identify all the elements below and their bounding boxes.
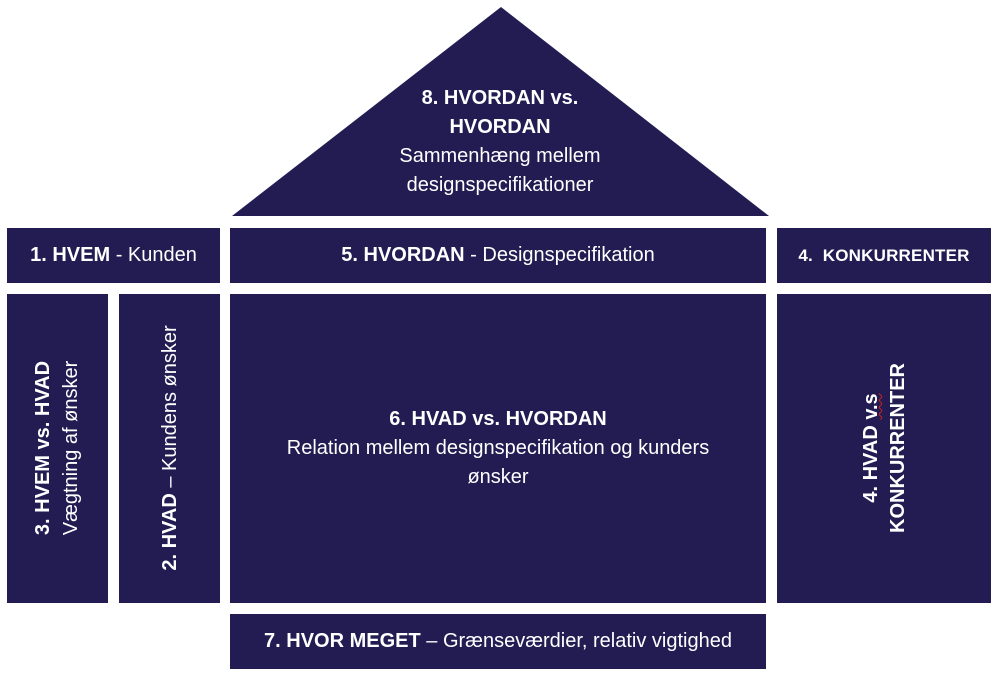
what-vs-competitors-title-line2: KONKURRENTER [887, 363, 909, 533]
roof-title-line1: 8. HVORDAN vs. [421, 87, 579, 109]
how-much-title: 7. HVOR MEGET [264, 630, 421, 652]
what-vs-competitors-label: 4. HVAD v.s KONKURRENTER [858, 363, 912, 533]
how-much-box: 7. HVOR MEGET – Grænseværdier, relativ v… [230, 614, 766, 669]
how-much-sep: – [420, 630, 443, 652]
roof-subtitle-line2: designspecifikationer [406, 174, 594, 196]
who-title: 1. HVEM [30, 244, 111, 266]
what-box [119, 294, 220, 603]
who-label: Kunden [127, 244, 197, 266]
what-vs-competitors-title-b: v.s [860, 393, 882, 420]
competitors-title: 4. KONKURRENTER [798, 245, 970, 265]
how-sep: - [464, 244, 483, 266]
how-label: Designspecifikation [482, 244, 655, 266]
roof-title-line2: HVORDAN [449, 116, 551, 138]
how-box: 5. HVORDAN - Designspecifikation [230, 228, 766, 283]
what-label: 2. HVAD – Kundens ønsker [156, 325, 184, 570]
what-sublabel: Kundens ønsker [159, 325, 181, 471]
how-much-label: Grænseværdier, relativ vigtighed [442, 630, 732, 652]
who-box: 1. HVEM - Kunden [7, 228, 220, 283]
what-vs-how-title: 6. HVAD vs. HVORDAN [389, 408, 607, 430]
what-sep: – [159, 470, 181, 494]
what-vs-competitors-box [777, 294, 991, 603]
what-vs-how-box: 6. HVAD vs. HVORDAN Relation mellem desi… [230, 294, 766, 603]
what-vs-how-label-line1: Relation mellem designspecifikation og k… [286, 437, 710, 459]
roof-subtitle-line1: Sammenhæng mellem [399, 145, 601, 167]
what-title: 2. HVAD [159, 493, 181, 571]
who-vs-what-sublabel: Vægtning af ønsker [60, 360, 82, 536]
what-vs-competitors-title-a: 4. HVAD [860, 419, 882, 503]
what-vs-how-label-line2: ønsker [467, 466, 529, 488]
how-title: 5. HVORDAN [341, 244, 465, 266]
roof-label: 8. HVORDAN vs. HVORDAN Sammenhæng mellem… [330, 84, 670, 200]
competitors-box: 4. KONKURRENTER [777, 228, 991, 283]
who-vs-what-label: 3. HVEM vs. HVAD Vægtning af ønsker [29, 361, 85, 536]
who-vs-what-title: 3. HVEM vs. HVAD [32, 360, 54, 536]
who-sep: - [110, 244, 128, 266]
who-vs-what-box [7, 294, 108, 603]
